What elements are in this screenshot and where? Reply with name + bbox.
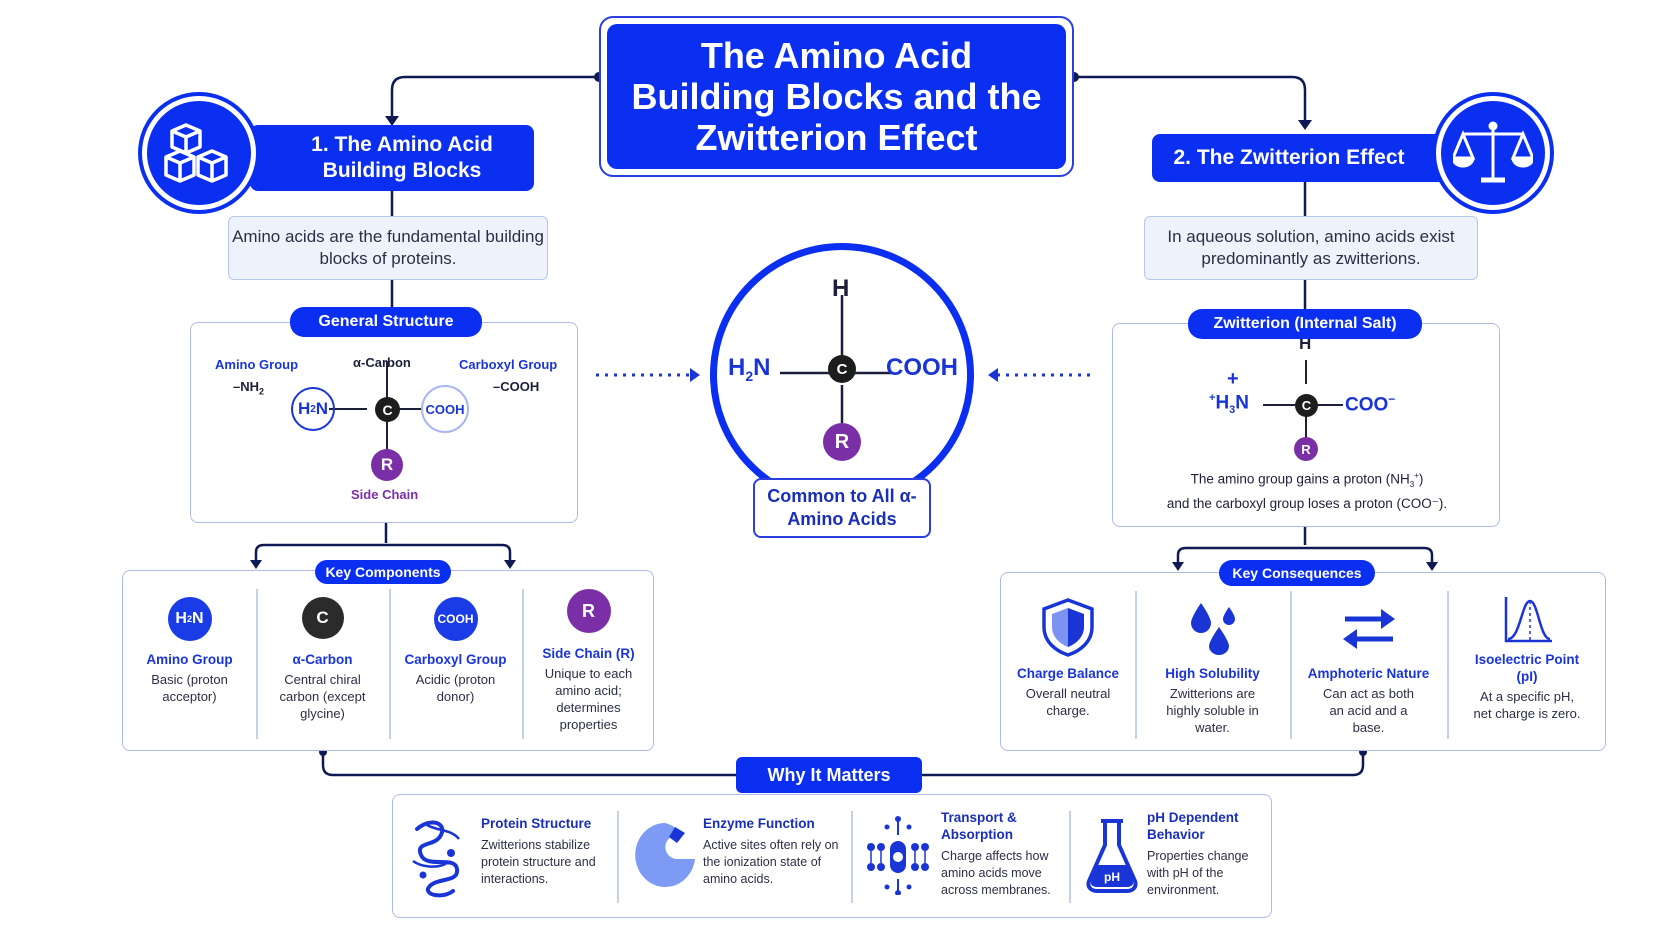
protein-structure-icon [412,820,460,898]
center-hydrogen: H [832,275,850,302]
key-consequences-pill: Key Consequences [1219,560,1375,586]
zwitterion-panel: H + +H3N C COO− R The amino group gains … [1112,323,1500,527]
divider [1069,811,1071,903]
membrane-icon [867,816,929,895]
balance-scale-icon [1436,96,1550,210]
consequence-high-solubility: High Solubility Zwitterions are highly s… [1135,599,1290,736]
why-enzyme-function: Enzyme Function Active sites often rely … [703,816,839,886]
alpha-carbon-atom: C [375,397,400,422]
alpha-carbon-label: α-Carbon [353,355,411,370]
zwitterion-side-chain: R [1294,437,1318,461]
consequence-isoelectric-point: Isoelectric Point (pI) At a specific pH,… [1447,595,1607,722]
why-it-matters-panel: Protein Structure Zwitterions stabilize … [392,794,1272,918]
general-structure-panel: Amino Group –NH2 α-Carbon Carboxyl Group… [190,322,578,523]
why-transport-absorption: Transport & Absorption Charge affects ho… [941,810,1051,897]
zwitterion-carboxylate: COO− [1345,392,1396,416]
why-ph-dependent: pH Dependent Behavior Properties change … [1147,810,1249,897]
side-chain-label: Side Chain [351,487,419,502]
zwitterion-charge-plus: + [1227,368,1239,390]
section1-info: Amino acids are the fundamental building… [228,216,548,280]
divider [1290,591,1292,739]
flask-ph-label: pH [1104,870,1120,884]
divider [1447,591,1449,739]
carboxyl-group-icon: COOH [433,597,478,641]
main-title: The Amino Acid Building Blocks and the Z… [631,35,1042,158]
carboxyl-group-atom: COOH [421,385,469,433]
key-components-pill: Key Components [315,560,451,584]
center-carboxyl: COOH [886,354,958,381]
alpha-carbon-icon: C [301,597,344,639]
side-chain-atom: R [371,449,403,481]
side-chain-icon: R [566,589,611,633]
center-label: Common to All α-Amino Acids [753,478,931,538]
component-side-chain: R Side Chain (R) Unique to each amino ac… [522,589,655,733]
divider [1135,591,1137,739]
component-alpha-carbon: C α-Carbon Central chiral carbon (except… [256,597,389,722]
peak-chart-icon [1504,597,1552,643]
section1-header: 1. The Amino Acid Building Blocks [250,125,534,191]
divider [617,811,619,903]
component-carboxyl-group: COOH Carboxyl Group Acidic (proton donor… [389,597,522,705]
amino-group-label: Amino Group [215,357,299,372]
carboxyl-group-label: Carboxyl Group [459,357,558,372]
why-protein-structure: Protein Structure Zwitterions stabilize … [481,816,596,886]
divider [522,589,524,739]
amino-group-formula: –NH2 [233,379,265,397]
center-carbon-atom: C [828,355,856,383]
key-consequences-panel: Charge Balance Overall neutral charge. H… [1000,572,1606,751]
why-it-matters-pill: Why It Matters [736,757,922,793]
zwitterion-carbon: C [1295,394,1318,417]
zwitterion-description: The amino group gains a proton (NH3+) an… [1166,471,1448,512]
center-structure-bonds [780,295,892,423]
exchange-arrows-icon [1342,609,1395,649]
zwitterion-pill: Zwitterion (Internal Salt) [1188,309,1422,339]
center-side-chain-atom: R [823,423,861,461]
section2-info: In aqueous solution, amino acids exist p… [1144,216,1478,280]
section2-header: 2. The Zwitterion Effect [1152,134,1456,182]
zwitterion-ammonium: +H3N [1209,392,1250,417]
shield-icon [1042,598,1094,657]
consequence-amphoteric: Amphoteric Nature Can act as both an aci… [1290,603,1447,736]
main-title-banner: The Amino Acid Building Blocks and the Z… [607,24,1066,169]
cubes-icon [142,96,256,210]
water-drops-icon [1190,603,1235,655]
carboxyl-formula: –COOH [493,379,540,394]
flask-ph-icon: pH [1086,819,1138,893]
divider [256,589,258,739]
general-structure-pill: General Structure [290,307,482,337]
center-amino-group: H2N [728,354,771,384]
zwitterion-bonds [1263,360,1343,438]
divider [851,811,853,903]
enzyme-icon [635,823,695,887]
consequence-charge-balance: Charge Balance Overall neutral charge. [1001,597,1135,719]
divider [389,589,391,739]
